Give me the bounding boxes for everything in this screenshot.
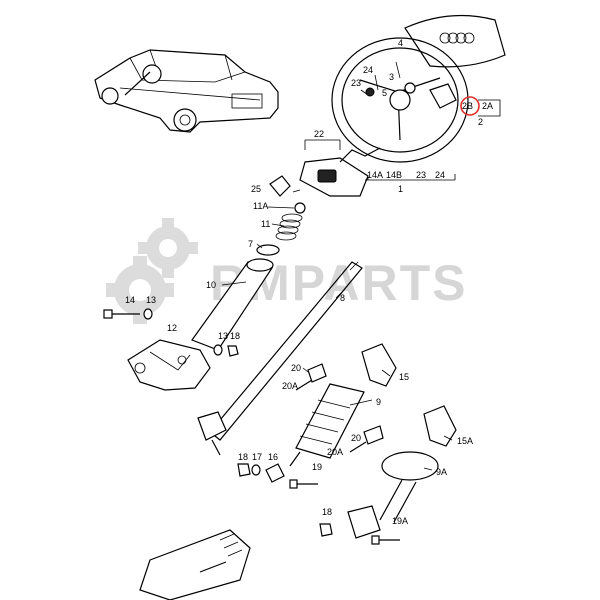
label-18c: 18 [322,507,333,517]
label-15: 15 [399,372,410,382]
part-25 [269,175,291,197]
label-18b: 18 [238,452,249,462]
label-14: 14 [125,295,136,305]
joint-left [197,411,227,441]
washer-13 [143,308,153,320]
shaft-8 [209,261,363,441]
label-23b: 23 [416,170,427,180]
four-rings-logo-icon [439,32,475,44]
ring-7 [256,244,280,256]
label-3: 3 [389,72,395,82]
label-13b: 13 [218,331,229,341]
label-9a: 9A [436,467,448,477]
label-14b: 14B [386,170,403,180]
highlight-circle-2b [460,96,480,116]
steering-wheel [331,14,506,163]
label-20a-lower: 20A [327,447,344,457]
yoke-15 [361,343,397,387]
label-18: 18 [230,331,241,341]
label-20a: 20A [282,381,299,391]
label-8: 8 [340,293,346,303]
label-24: 24 [363,65,374,75]
label-2a: 2A [482,101,494,111]
label-1: 1 [398,184,404,194]
label-4: 4 [398,38,404,48]
label-15a: 15A [457,436,474,446]
label-14a: 14A [367,170,384,180]
bracket-12 [127,339,211,391]
label-10: 10 [206,280,217,290]
steering-gear [139,529,251,600]
label-24b: 24 [435,170,446,180]
label-7: 7 [248,239,254,249]
watermark-gear-icon [106,218,198,324]
label-12: 12 [167,323,178,333]
label-22: 22 [314,129,325,139]
label-2b: 2B [462,101,474,111]
label-17: 17 [252,452,263,462]
car-illustration [94,49,279,133]
label-19a: 19A [392,516,409,526]
label-11: 11 [261,219,271,229]
label-23: 23 [351,78,362,88]
label-13: 13 [146,295,157,305]
yoke-15a [423,405,457,447]
label-16: 16 [268,452,279,462]
label-9: 9 [376,397,382,407]
label-11a: 11A [253,201,269,211]
label-25: 25 [251,184,262,194]
label-5: 5 [382,88,388,98]
spring-11 [275,213,303,241]
label-20: 20 [291,363,302,373]
label-19: 19 [312,462,323,472]
label-20b: 20 [351,433,362,443]
label-2: 2 [478,117,484,127]
ring-9a [381,451,439,481]
